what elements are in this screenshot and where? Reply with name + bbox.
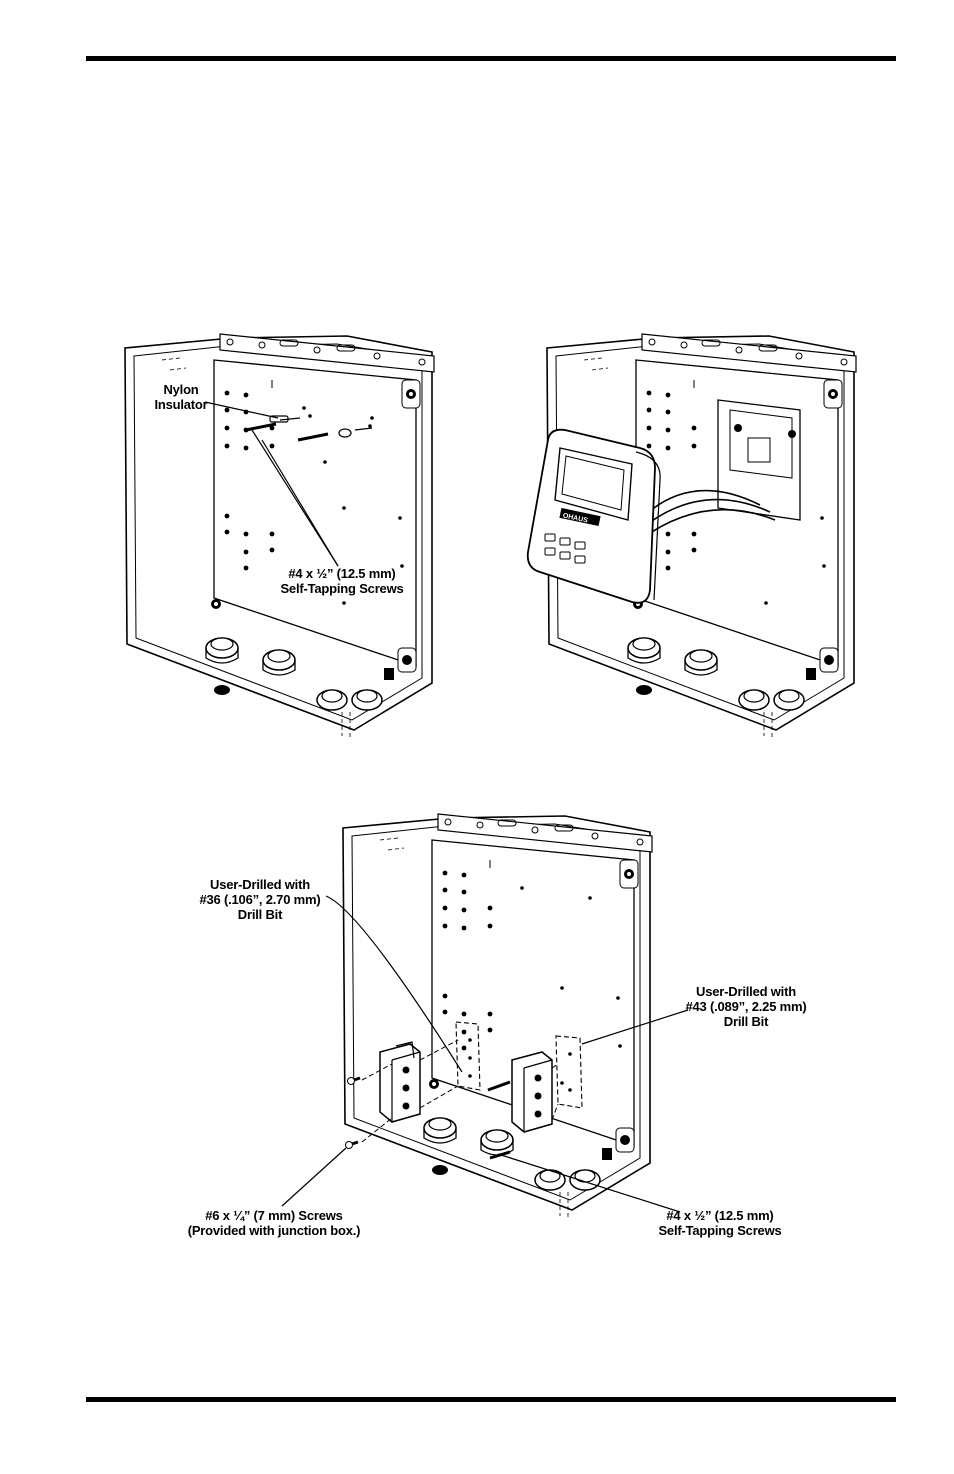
enclosure-figure-3 xyxy=(282,814,688,1220)
label-self-tapping-screws-1: #4 x ½” (12.5 mm) Self-Tapping Screws xyxy=(262,566,422,596)
label-drill-43: User-Drilled with #43 (.089”, 2.25 mm) D… xyxy=(666,984,826,1029)
label-nylon-insulator: Nylon Insulator xyxy=(136,382,226,412)
label-screws-6: #6 x ¼” (7 mm) Screws (Provided with jun… xyxy=(168,1208,380,1238)
label-self-tapping-screws-3: #4 x ½” (12.5 mm) Self-Tapping Screws xyxy=(640,1208,800,1238)
enclosure-figure-2: OHAUS xyxy=(528,334,856,740)
label-drill-36: User-Drilled with #36 (.106”, 2.70 mm) D… xyxy=(186,877,334,922)
